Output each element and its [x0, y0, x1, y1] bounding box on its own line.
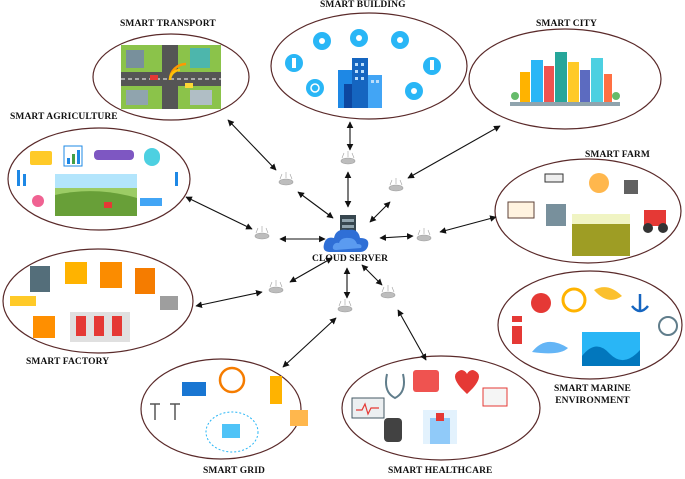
connection-arrows: [185, 119, 501, 368]
label-smart-city: SMART CITY: [536, 19, 597, 29]
gateway-icons: [254, 151, 432, 313]
arrow-city: [407, 125, 501, 179]
gateway-icon: [268, 280, 284, 294]
label-smart-factory: SMART FACTORY: [26, 357, 110, 367]
arrow-healthcare: [397, 309, 427, 361]
healthcare-illustration: [351, 370, 508, 444]
transport-illustration: [121, 45, 221, 109]
arrow-agriculture: [185, 196, 253, 230]
agriculture-illustration: [17, 145, 178, 216]
gateway-icon: [416, 228, 432, 242]
label-smart-marine-line1: SMART MARINE: [554, 384, 631, 394]
label-smart-marine: SMART MARINE ENVIRONMENT: [554, 383, 631, 407]
gateway-icon: [278, 172, 294, 186]
farm-illustration: [507, 173, 668, 256]
arrow-center-upright: [369, 201, 391, 223]
arrow-center-right: [379, 233, 414, 241]
cloud-server-icon: [323, 215, 369, 252]
arrow-center-downright: [361, 264, 383, 286]
label-smart-healthcare: SMART HEALTHCARE: [388, 466, 493, 476]
arrow-grid: [282, 317, 337, 368]
gateway-icon: [380, 285, 396, 299]
label-smart-marine-line2: ENVIRONMENT: [555, 396, 630, 406]
label-smart-building: SMART BUILDING: [320, 0, 406, 10]
gateway-icon: [388, 178, 404, 192]
label-smart-transport: SMART TRANSPORT: [120, 19, 216, 29]
arrow-transport: [227, 119, 277, 171]
arrow-center-downleft: [289, 257, 333, 283]
grid-illustration: [150, 366, 308, 453]
label-smart-agriculture: SMART AGRICULTURE: [10, 112, 118, 122]
label-smart-grid: SMART GRID: [203, 466, 265, 476]
factory-illustration: [10, 262, 178, 342]
gateway-icon: [254, 226, 270, 240]
label-cloud-server: CLOUD SERVER: [312, 254, 389, 264]
arrow-center-upleft: [297, 191, 334, 219]
smart-grid-ellipse: [140, 358, 302, 460]
gateway-icon: [337, 299, 353, 313]
city-illustration: [510, 52, 620, 106]
building-illustration: [285, 29, 441, 108]
label-smart-farm: SMART FARM: [585, 150, 650, 160]
gateway-icon: [340, 151, 356, 165]
marine-illustration: [512, 287, 678, 366]
arrow-factory: [195, 290, 263, 308]
arrow-farm: [439, 215, 497, 234]
